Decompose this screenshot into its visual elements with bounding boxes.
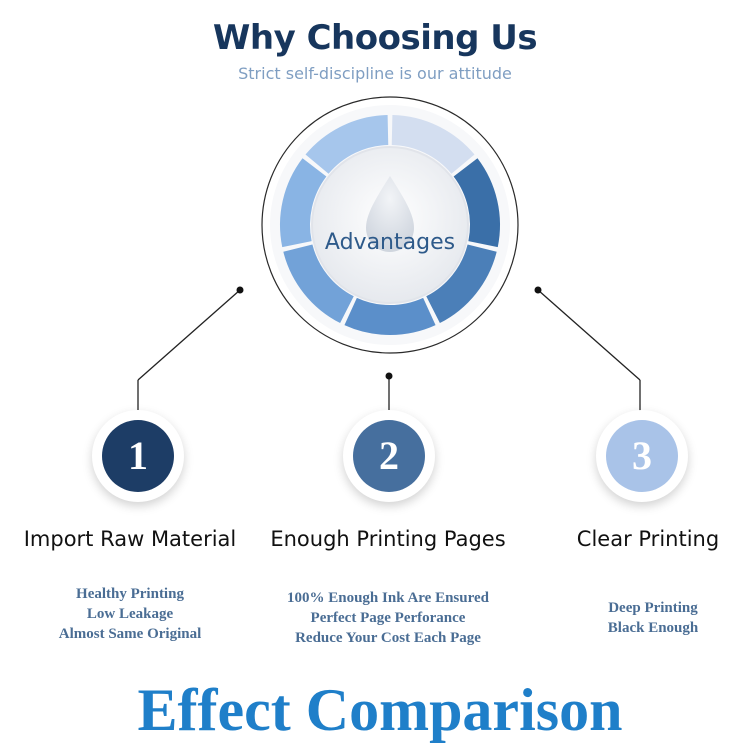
outer-ring bbox=[261, 96, 519, 354]
feature-2-line-2: Perfect Page Perforance bbox=[310, 610, 466, 626]
feature-1-line-2: Low Leakage bbox=[86, 606, 174, 622]
feature-title-2: Enough Printing Pages bbox=[270, 527, 506, 551]
feature-badge-3: 3 bbox=[596, 410, 688, 502]
hub-label: Advantages bbox=[324, 230, 456, 255]
connector-line-3 bbox=[537, 289, 641, 381]
feature-1-line-1: Healthy Printing bbox=[76, 586, 184, 602]
feature-badge-2: 2 bbox=[343, 410, 435, 502]
ring-segment bbox=[344, 297, 436, 335]
feature-desc-3: Deep Printing Black Enough bbox=[548, 598, 750, 638]
feature-title-3: Clear Printing bbox=[576, 527, 720, 551]
connector-dot-2 bbox=[385, 372, 393, 380]
ring-segment bbox=[453, 158, 500, 248]
feature-number-3: 3 bbox=[606, 420, 678, 492]
feature-badge-1: 1 bbox=[92, 410, 184, 502]
drop-icon bbox=[366, 176, 414, 252]
feature-number-2: 2 bbox=[353, 420, 425, 492]
feature-desc-2: 100% Enough Ink Are Ensured Perfect Page… bbox=[258, 588, 518, 648]
connector-dot-3 bbox=[534, 286, 542, 294]
feature-2-line-3: Reduce Your Cost Each Page bbox=[295, 630, 481, 646]
page-title: Why Choosing Us bbox=[212, 18, 538, 58]
ring-segment bbox=[279, 158, 327, 248]
feature-number-1: 1 bbox=[102, 420, 174, 492]
ring-segment bbox=[283, 244, 354, 324]
page-subtitle: Strict self-discipline is our attitude bbox=[238, 64, 512, 83]
feature-title-1: Import Raw Material bbox=[23, 527, 237, 551]
ring-segment bbox=[305, 115, 389, 174]
connector-line-1 bbox=[137, 289, 241, 381]
ring-segment bbox=[426, 244, 497, 324]
ring-segment bbox=[391, 115, 475, 174]
feature-3-line-1: Deep Printing bbox=[608, 600, 698, 616]
feature-1-line-3: Almost Same Original bbox=[58, 626, 202, 642]
feature-3-line-2: Black Enough bbox=[607, 620, 699, 636]
connector-dot-1 bbox=[236, 286, 244, 294]
feature-desc-1: Healthy Printing Low Leakage Almost Same… bbox=[10, 584, 250, 644]
feature-2-line-1: 100% Enough Ink Are Ensured bbox=[286, 590, 490, 606]
footer-title: Effect Comparison bbox=[137, 677, 623, 743]
ring-segments bbox=[279, 115, 500, 335]
